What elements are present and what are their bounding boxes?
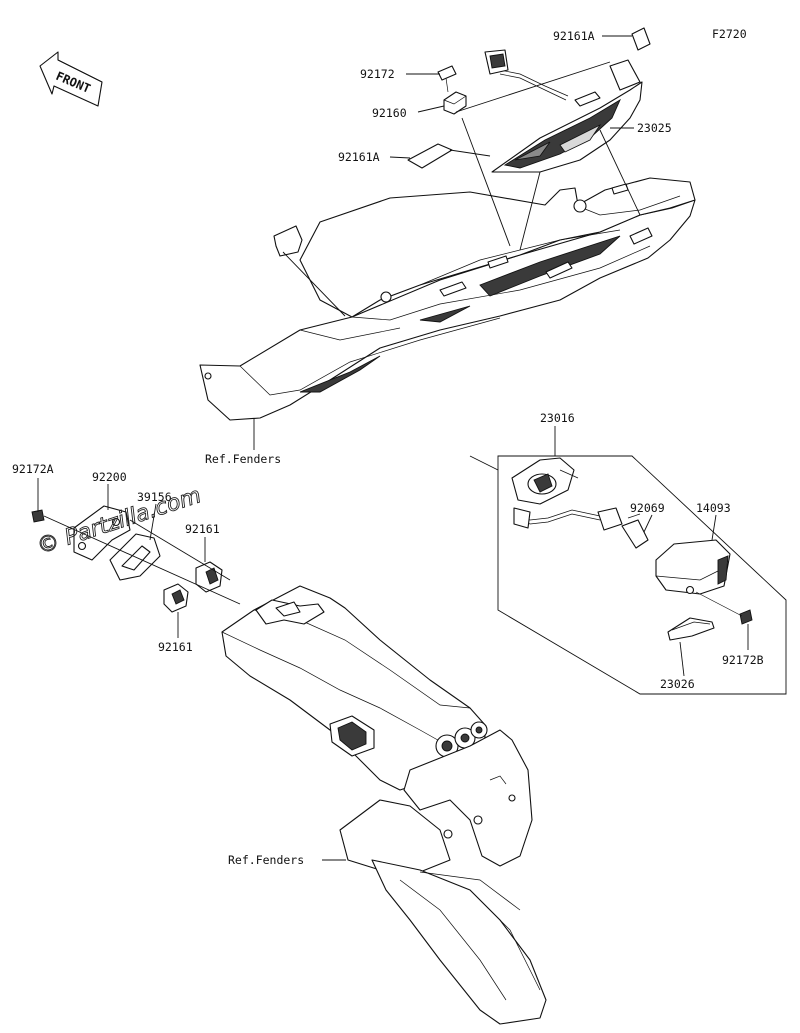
leader-lines-lower-left	[37, 478, 241, 638]
rear-fender-assembly	[221, 585, 547, 1025]
label-ref-fenders-top: Ref.Fenders	[205, 452, 281, 466]
label-39156: 39156	[137, 490, 172, 504]
license-lamp-box-23016	[469, 426, 787, 695]
front-direction-arrow-icon: FRONT	[39, 51, 103, 107]
label-23025: 23025	[637, 121, 672, 135]
pad-92161A-top-icon	[631, 27, 651, 51]
leader-lines-lamp-box	[643, 514, 749, 677]
label-92069: 92069	[630, 501, 665, 515]
figure-code: F2720	[712, 27, 747, 41]
label-92172A: 92172A	[12, 462, 54, 476]
damper-92161-upper-icon	[195, 561, 223, 593]
watermark-text: © Partzilla.com	[34, 483, 204, 560]
tail-cover-assembly	[199, 177, 696, 421]
label-ref-fenders-bottom: Ref.Fenders	[228, 853, 304, 867]
tail-light-23025	[484, 49, 643, 173]
pad-92161A-left-icon	[407, 143, 453, 169]
bracket-92200	[73, 505, 131, 561]
label-92161A-top: 92161A	[553, 29, 595, 43]
leader-lines-upper	[253, 35, 641, 450]
label-92161A-left: 92161A	[338, 150, 380, 164]
grommet-92160-icon	[443, 91, 467, 115]
damper-92161-lower-icon	[163, 583, 189, 613]
screw-92172-icon	[437, 65, 457, 93]
label-92160: 92160	[372, 106, 407, 120]
screw-92172A-icon	[31, 509, 45, 523]
label-92172: 92172	[360, 67, 395, 81]
label-92161-upper: 92161	[185, 522, 220, 536]
label-92200: 92200	[92, 470, 127, 484]
label-92172B: 92172B	[722, 653, 764, 667]
label-92161-lower: 92161	[158, 640, 193, 654]
label-23026: 23026	[660, 677, 695, 691]
label-14093: 14093	[696, 501, 731, 515]
label-23016: 23016	[540, 411, 575, 425]
